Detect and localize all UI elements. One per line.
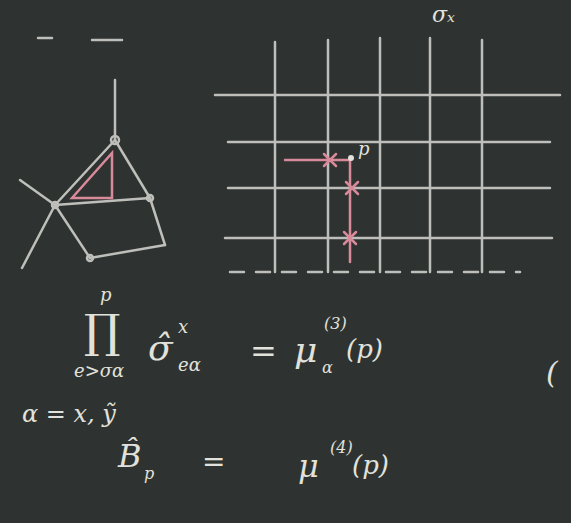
argument: (p) xyxy=(352,452,389,478)
subscript: α xyxy=(322,360,333,376)
plaquette-operator: B̂ xyxy=(118,440,142,472)
equals-sign: = xyxy=(202,448,225,476)
mu-symbol: μ xyxy=(298,450,319,482)
subscript: eα xyxy=(178,356,201,374)
vertex-label: p xyxy=(358,140,370,158)
index-set: α = x, ỹ xyxy=(22,402,116,426)
argument: (p) xyxy=(346,336,383,362)
operator-symbol: σ̂ xyxy=(148,330,173,366)
product-upper: p xyxy=(100,286,112,304)
superscript: x xyxy=(178,318,188,336)
mu-symbol: μ xyxy=(294,332,317,368)
superscript: (4) xyxy=(330,440,353,456)
product-lower: e>σα xyxy=(74,362,124,380)
bracket: ( xyxy=(546,358,558,388)
equals-sign: = xyxy=(250,335,277,367)
operator-label: σₓ xyxy=(432,4,455,26)
product-symbol: ∏ xyxy=(84,308,121,354)
subscript: p xyxy=(144,466,154,482)
superscript: (3) xyxy=(324,316,347,332)
